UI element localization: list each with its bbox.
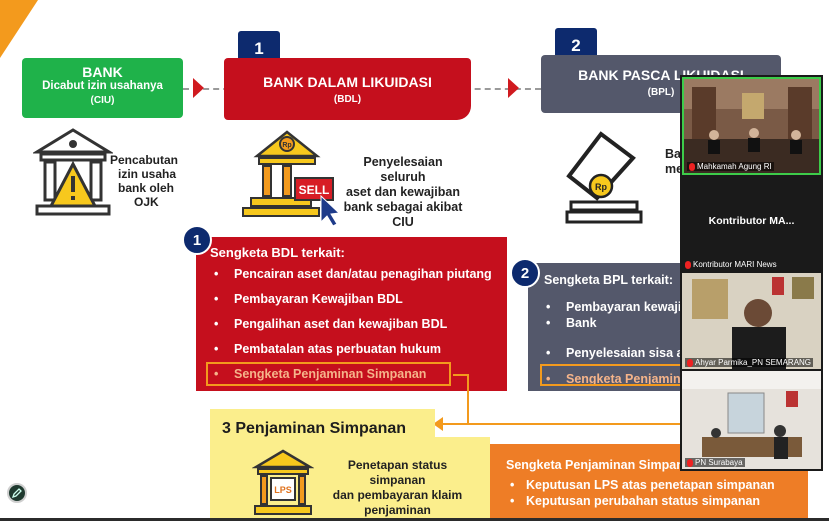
connector-line <box>453 374 469 376</box>
pen-icon <box>11 488 22 499</box>
bank-ciu-header: BANK Dicabut izin usahanya (CIU) <box>22 58 183 118</box>
bdl-dispute-box: Sengketa BDL terkait: Pencairan aset dan… <box>196 237 507 391</box>
bpl-dispute-box: Sengketa BPL terkait: Pembayaran kewajib… <box>528 263 688 391</box>
list-item: Pembatalan atas perbuatan hukum <box>214 342 492 367</box>
list-item: Keputusan perubahan status simpanan <box>510 493 775 509</box>
bank-subtitle: Dicabut izin usahanya <box>42 80 163 92</box>
video-tile-pn-surabaya[interactable]: PN Surabaya <box>682 371 821 469</box>
video-participants-panel[interactable]: Mahkamah Agung RI Kontributor MA... Kont… <box>680 75 823 471</box>
list-item: Keputusan LPS atas penetapan simpanan <box>510 477 775 493</box>
dispute-number-1: 1 <box>182 225 212 255</box>
participant-label: Ahyar Parmika_PN SEMARANG <box>685 358 814 367</box>
guarantee-description: Penetapan status simpanan dan pembayaran… <box>332 458 463 517</box>
bpl-description: Ba me <box>665 147 684 176</box>
person-video-icon <box>682 273 821 369</box>
mic-muted-icon <box>687 458 693 467</box>
list-item-highlighted: Sengketa Penjaminan <box>546 371 688 387</box>
bdl-dispute-list: Pencairan aset dan/atau penagihan piutan… <box>214 267 492 392</box>
chevron-right-icon <box>193 78 204 98</box>
participant-name: Kontributor MA... <box>708 215 795 227</box>
list-item-continuation: Bank <box>546 315 688 331</box>
participant-label: Mahkamah Agung RI <box>687 162 774 171</box>
bpl-dispute-list: Pembayaran kewajiban Bank Penyelesaian s… <box>546 299 688 387</box>
svg-text:Rp: Rp <box>595 182 607 192</box>
bdl-header: BANK DALAM LIKUIDASI (BDL) <box>224 58 471 120</box>
participant-label: Kontributor MARI News <box>685 260 777 269</box>
courtroom-video-icon <box>684 79 819 173</box>
list-item: Pembayaran kewajiban <box>546 299 688 315</box>
highlight-frame <box>540 364 688 386</box>
bdl-abbr: (BDL) <box>333 94 362 105</box>
video-tile-mahkamah-agung[interactable]: Mahkamah Agung RI <box>682 77 821 175</box>
list-item-highlighted: Sengketa Penjaminan Simpanan <box>214 367 492 392</box>
warning-bank-icon <box>33 128 113 216</box>
list-item: Pembayaran Kewajiban BDL <box>214 292 492 317</box>
dispute-number-2: 2 <box>510 258 540 288</box>
bottom-border <box>0 518 829 521</box>
svg-text:Rp: Rp <box>282 142 291 149</box>
bpl-dispute-title: Sengketa BPL terkait: <box>544 273 673 287</box>
list-item: Pencairan aset dan/atau penagihan piutan… <box>214 267 492 292</box>
arrow-left-icon <box>433 417 443 431</box>
bdl-dispute-title: Sengketa BDL terkait: <box>210 245 345 260</box>
bank-abbr: (CIU) <box>90 95 115 106</box>
bpl-abbr: (BPL) <box>647 87 675 98</box>
bank-title: BANK <box>82 64 123 80</box>
video-tile-pn-semarang[interactable]: Ahyar Parmika_PN SEMARANG <box>682 273 821 369</box>
guarantee-dispute-box: Sengketa Penjaminan Simpanan Keputusan L… <box>490 444 808 521</box>
highlight-frame <box>206 362 451 386</box>
guarantee-dispute-list: Keputusan LPS atas penetapan simpanan Ke… <box>510 477 775 509</box>
connector-line <box>442 423 682 425</box>
corner-accent <box>0 0 38 58</box>
chevron-right-icon <box>508 78 519 98</box>
lps-bank-icon: LPS <box>252 449 314 515</box>
bdl-description: Penyelesaian seluruh aset dan kewajiban … <box>343 155 463 229</box>
connector-line <box>467 374 469 424</box>
mic-muted-icon <box>689 162 695 171</box>
list-item: Penyelesaian sisa aset <box>546 345 688 361</box>
list-item: Pengalihan aset dan kewajiban BDL <box>214 317 492 342</box>
sell-bank-icon: Rp SELL <box>242 130 341 226</box>
collapsed-bank-icon: Rp <box>565 131 643 224</box>
pen-tool-button[interactable] <box>7 483 27 503</box>
participant-label: PN Surabaya <box>685 458 745 467</box>
mic-muted-icon <box>685 260 691 269</box>
room-video-icon <box>682 371 821 469</box>
mic-muted-icon <box>687 358 693 367</box>
svg-text:LPS: LPS <box>274 485 292 495</box>
video-tile-kontributor[interactable]: Kontributor MA... Kontributor MARI News <box>682 177 821 271</box>
svg-text:SELL: SELL <box>299 183 330 197</box>
bdl-title: BANK DALAM LIKUIDASI <box>263 74 432 90</box>
bank-description: Pencabutan izin usaha bank oleh OJK <box>110 153 179 209</box>
guarantee-title: 3 Penjaminan Simpanan <box>210 409 435 449</box>
guarantee-dispute-title: Sengketa Penjaminan Simpanan <box>506 458 699 472</box>
